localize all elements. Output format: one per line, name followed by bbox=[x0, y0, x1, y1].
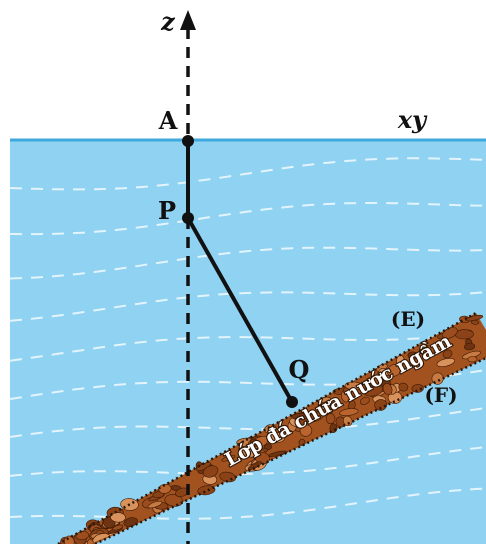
rock-grain bbox=[299, 424, 313, 437]
rock-grain bbox=[264, 424, 275, 434]
rock-grain bbox=[344, 381, 364, 391]
rock-grain bbox=[464, 342, 476, 351]
label-z-axis: z bbox=[160, 7, 176, 36]
rock-grain bbox=[363, 384, 384, 397]
rock-grain bbox=[433, 346, 443, 354]
aquifer-rock-layer bbox=[54, 311, 486, 544]
rock-grain bbox=[197, 485, 216, 496]
z-axis-arrowhead bbox=[180, 10, 196, 30]
rock-grain bbox=[325, 413, 336, 425]
rock-grain bbox=[359, 396, 370, 405]
rock-grain bbox=[152, 491, 165, 499]
rock-grain bbox=[442, 349, 453, 359]
rock-grain bbox=[342, 415, 353, 427]
point-p bbox=[182, 212, 194, 224]
label-xy-plane: xy bbox=[397, 105, 428, 134]
rock-grain bbox=[374, 399, 388, 411]
label-plane-e: (E) bbox=[391, 307, 425, 331]
rock-grain bbox=[112, 524, 124, 531]
rock-grain bbox=[454, 329, 474, 340]
rock-grain bbox=[386, 363, 402, 377]
rock-grain bbox=[291, 413, 310, 421]
wave-line bbox=[10, 291, 485, 322]
rock-grain bbox=[249, 438, 260, 448]
rock-grain bbox=[247, 461, 262, 471]
label-point-a: A bbox=[158, 106, 178, 135]
rock-grain bbox=[339, 408, 359, 417]
rock-grain bbox=[318, 403, 331, 410]
rock-grain bbox=[315, 411, 324, 418]
wave-line bbox=[10, 407, 485, 438]
wave-line bbox=[10, 331, 485, 362]
label-plane-f: (F) bbox=[424, 383, 457, 407]
wave-line bbox=[10, 369, 485, 400]
rock-grain bbox=[407, 351, 419, 360]
rock-grain bbox=[467, 356, 478, 363]
segment-pq bbox=[186, 217, 294, 403]
rock-grain bbox=[267, 432, 286, 444]
wave-line bbox=[10, 246, 485, 280]
rock-grain bbox=[202, 465, 219, 478]
rock-grain bbox=[110, 512, 126, 523]
rock-grain bbox=[147, 500, 163, 509]
water-wave-lines bbox=[10, 157, 485, 520]
wave-line bbox=[10, 446, 485, 477]
rock-grain bbox=[382, 383, 393, 396]
label-point-p: P bbox=[158, 196, 176, 225]
wave-line bbox=[10, 487, 485, 520]
rock-grain bbox=[221, 454, 236, 462]
wave-line bbox=[10, 157, 485, 191]
rock-grain bbox=[470, 319, 480, 325]
rock-grain bbox=[398, 382, 409, 392]
rock-grain bbox=[436, 358, 455, 367]
wave-line bbox=[10, 202, 485, 236]
label-point-q: Q bbox=[289, 355, 310, 384]
water-body bbox=[10, 140, 486, 544]
point-a bbox=[182, 135, 194, 147]
point-q bbox=[286, 396, 298, 408]
